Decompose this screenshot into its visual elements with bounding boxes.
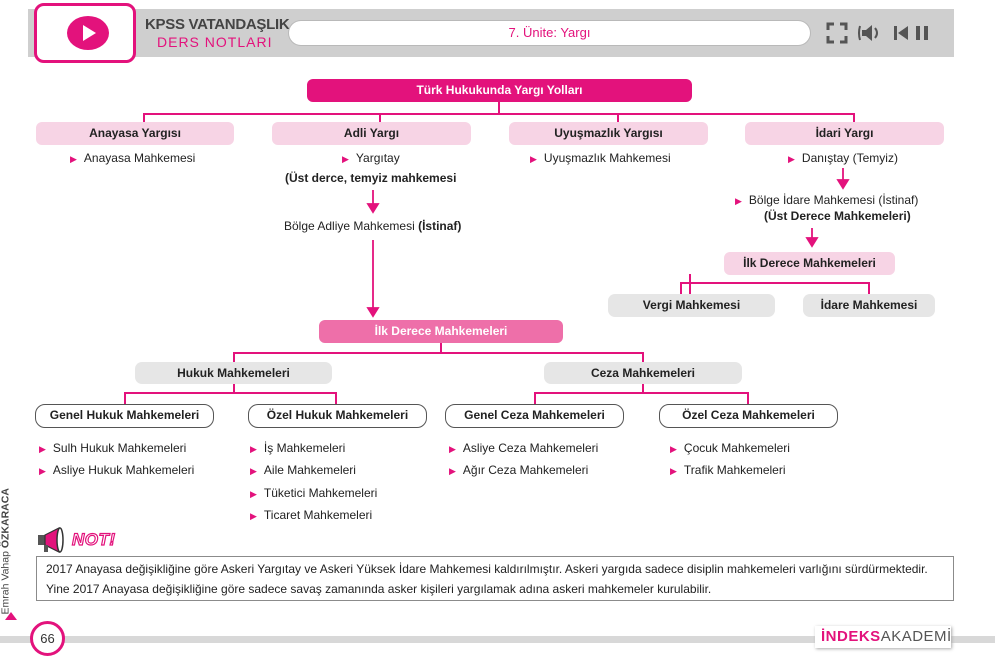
- ceza-mahkemeleri: Ceza Mahkemeleri: [544, 362, 742, 384]
- megaphone-icon: [38, 527, 64, 553]
- list-item: ▶Aile Mahkemeleri: [250, 463, 356, 477]
- bullet-arrow-icon: ▶: [788, 154, 795, 164]
- fullscreen-button[interactable]: [826, 22, 848, 44]
- footer-bar: [0, 636, 995, 643]
- brand-subtitle: DERS NOTLARI: [157, 34, 273, 50]
- author-credit: Emrah Vahap ÖZKARACA: [0, 488, 12, 615]
- branch-uyusmazlik: Uyuşmazlık Yargısı: [509, 122, 708, 145]
- fullscreen-icon: [826, 22, 848, 44]
- play-button[interactable]: [34, 3, 136, 63]
- branch-anayasa: Anayasa Yargısı: [36, 122, 234, 145]
- bullet-arrow-icon: ▶: [342, 154, 349, 164]
- branch-adli: Adli Yargı: [272, 122, 471, 145]
- play-icon: [83, 25, 96, 41]
- page-number: 66: [30, 621, 65, 656]
- bullet-arrow-icon: ▶: [530, 154, 537, 164]
- idari-first-instance: İlk Derece Mahkemeleri: [724, 252, 895, 275]
- bullet-arrow-icon: ▶: [250, 466, 257, 476]
- sound-button[interactable]: [858, 22, 884, 44]
- idare-mahkemesi: İdare Mahkemesi: [803, 294, 935, 317]
- pause-icon: [916, 26, 928, 40]
- list-item: ▶İş Mahkemeleri: [250, 441, 346, 455]
- genel-hukuk: Genel Hukuk Mahkemeleri: [35, 404, 214, 428]
- branch-idari: İdari Yargı: [745, 122, 944, 145]
- note-badge: NOT!: [36, 525, 116, 555]
- adli-note: (Üst derce, temyiz mahkemesi: [285, 171, 457, 185]
- bullet-arrow-icon: ▶: [39, 466, 46, 476]
- speaker-icon: [858, 25, 878, 41]
- first-instance-courts: İlk Derece Mahkemeleri: [319, 320, 563, 343]
- list-item: ▶Anayasa Mahkemesi: [70, 151, 196, 165]
- bolge-adliye: Bölge Adliye Mahkemesi (İstinaf): [284, 219, 462, 233]
- bullet-arrow-icon: ▶: [735, 196, 742, 206]
- list-item: ▶Yargıtay: [342, 151, 400, 165]
- ozel-ceza: Özel Ceza Mahkemeleri: [659, 404, 838, 428]
- unit-title: 7. Ünite: Yargı: [289, 21, 810, 45]
- bullet-arrow-icon: ▶: [39, 444, 46, 454]
- bullet-arrow-icon: ▶: [449, 444, 456, 454]
- bullet-arrow-icon: ▶: [670, 466, 677, 476]
- list-item: ▶Uyuşmazlık Mahkemesi: [530, 151, 671, 165]
- list-item: ▶Bölge İdare Mahkemesi (İstinaf): [735, 193, 919, 207]
- bullet-arrow-icon: ▶: [250, 444, 257, 454]
- publisher-logo: İNDEKSAKADEMİ: [815, 626, 951, 648]
- brand-title: KPSS VATANDAŞLIK: [145, 16, 290, 33]
- ozel-hukuk: Özel Hukuk Mahkemeleri: [248, 404, 427, 428]
- triangle-up-icon: [5, 612, 17, 620]
- note-line-2: Yine 2017 Anayasa değişikliğine göre sad…: [46, 582, 712, 596]
- note-label: NOT!: [71, 529, 116, 549]
- note-line-1: 2017 Anayasa değişikliğine göre Askeri Y…: [46, 562, 928, 576]
- play-circle: [67, 16, 109, 50]
- list-item: ▶Ağır Ceza Mahkemeleri: [449, 463, 589, 477]
- list-item: ▶Çocuk Mahkemeleri: [670, 441, 790, 455]
- idari-note: (Üst Derece Mahkemeleri): [764, 209, 911, 223]
- list-item: ▶Sulh Hukuk Mahkemeleri: [39, 441, 187, 455]
- bullet-arrow-icon: ▶: [70, 154, 77, 164]
- list-item: ▶Ticaret Mahkemeleri: [250, 508, 373, 522]
- hukuk-mahkemeleri: Hukuk Mahkemeleri: [135, 362, 332, 384]
- bullet-arrow-icon: ▶: [250, 489, 257, 499]
- skip-back-icon: [894, 26, 908, 40]
- list-item: ▶Tüketici Mahkemeleri: [250, 486, 378, 500]
- bullet-arrow-icon: ▶: [670, 444, 677, 454]
- list-item: ▶Asliye Ceza Mahkemeleri: [449, 441, 599, 455]
- pause-button[interactable]: [914, 22, 930, 44]
- list-item: ▶Trafik Mahkemeleri: [670, 463, 786, 477]
- note-box: 2017 Anayasa değişikliğine göre Askeri Y…: [36, 556, 954, 601]
- genel-ceza: Genel Ceza Mahkemeleri: [445, 404, 624, 428]
- list-item: ▶Asliye Hukuk Mahkemeleri: [39, 463, 195, 477]
- previous-button[interactable]: [892, 22, 910, 44]
- bullet-arrow-icon: ▶: [449, 466, 456, 476]
- list-item: ▶Danıştay (Temyiz): [788, 151, 898, 165]
- root-node: Türk Hukukunda Yargı Yolları: [307, 79, 692, 102]
- bullet-arrow-icon: ▶: [250, 511, 257, 521]
- vergi-mahkemesi: Vergi Mahkemesi: [608, 294, 775, 317]
